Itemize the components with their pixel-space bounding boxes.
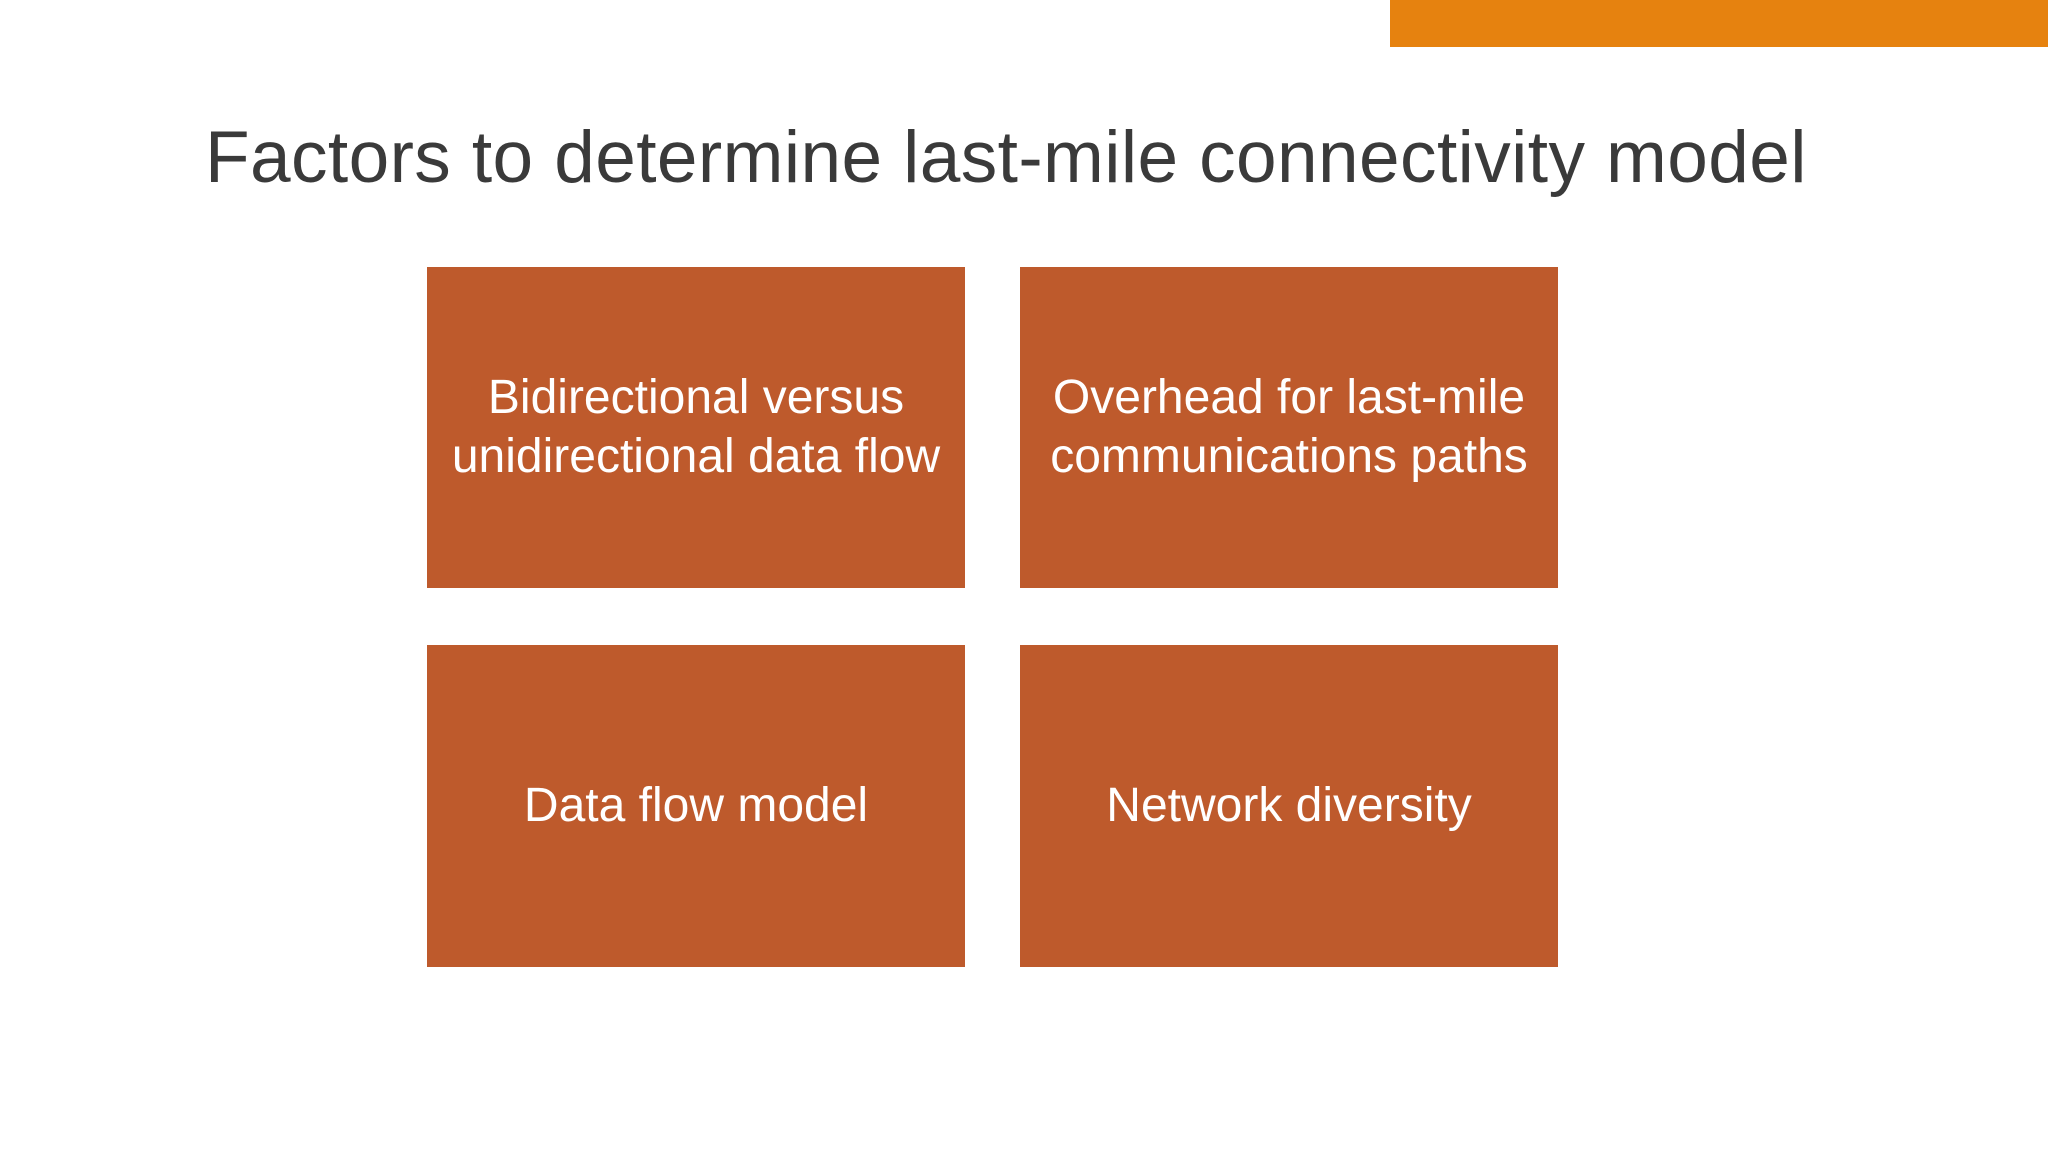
factor-box: Network diversity bbox=[1020, 645, 1558, 967]
factor-box-label: Overhead for last-mile communications pa… bbox=[1050, 370, 1528, 483]
factor-box-label: Bidirectional versus unidirectional data… bbox=[451, 370, 941, 483]
factor-box-label: Data flow model bbox=[523, 778, 869, 832]
factor-box: Data flow model bbox=[427, 645, 965, 967]
accent-bar bbox=[1390, 0, 2048, 47]
factor-box: Overhead for last-mile communications pa… bbox=[1020, 267, 1558, 588]
slide-title: Factors to determine last-mile connectiv… bbox=[205, 117, 1807, 198]
factor-grid: Bidirectional versus unidirectional data… bbox=[427, 267, 1558, 967]
factor-box-label: Network diversity bbox=[1106, 778, 1472, 832]
factor-box: Bidirectional versus unidirectional data… bbox=[427, 267, 965, 588]
